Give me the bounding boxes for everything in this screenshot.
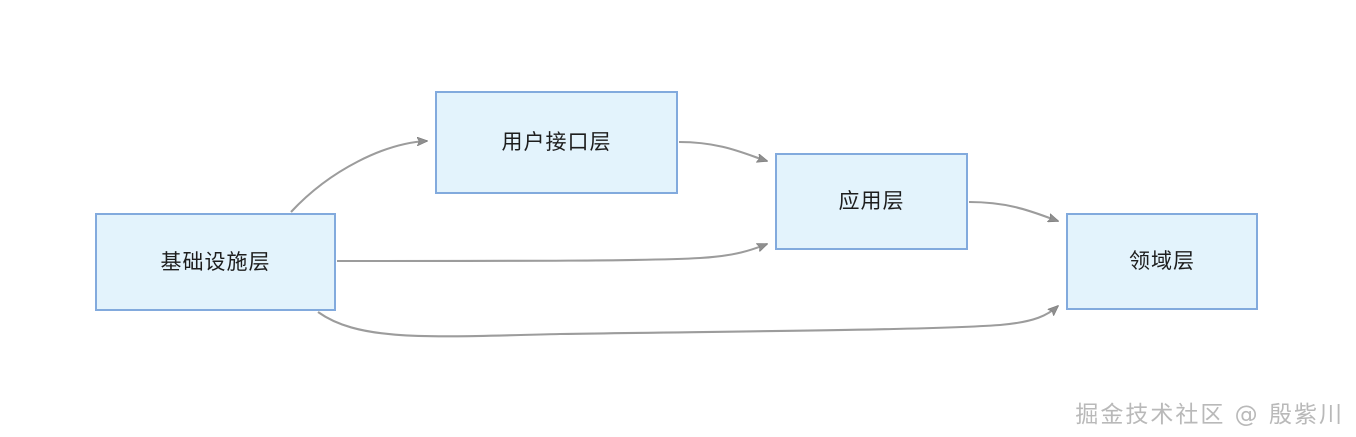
node-domain-layer[interactable]: 领域层 (1066, 213, 1258, 310)
node-infrastructure-layer[interactable]: 基础设施层 (95, 213, 336, 311)
node-application-layer[interactable]: 应用层 (775, 153, 968, 250)
edge-ui-to-application (678, 140, 767, 161)
node-label: 领域层 (1129, 249, 1195, 273)
edge-infrastructure-to-domain (317, 306, 1058, 338)
edge-infrastructure-to-ui (290, 141, 427, 213)
node-label: 基础设施层 (160, 249, 271, 274)
node-label: 用户接口层 (501, 130, 612, 154)
edge-application-to-domain (968, 200, 1058, 221)
edge-infrastructure-to-application (336, 243, 767, 263)
watermark-text: 掘金技术社区 @ 殷紫川 (1075, 402, 1344, 428)
node-label: 应用层 (838, 189, 905, 213)
node-user-interface-layer[interactable]: 用户接口层 (435, 91, 678, 194)
